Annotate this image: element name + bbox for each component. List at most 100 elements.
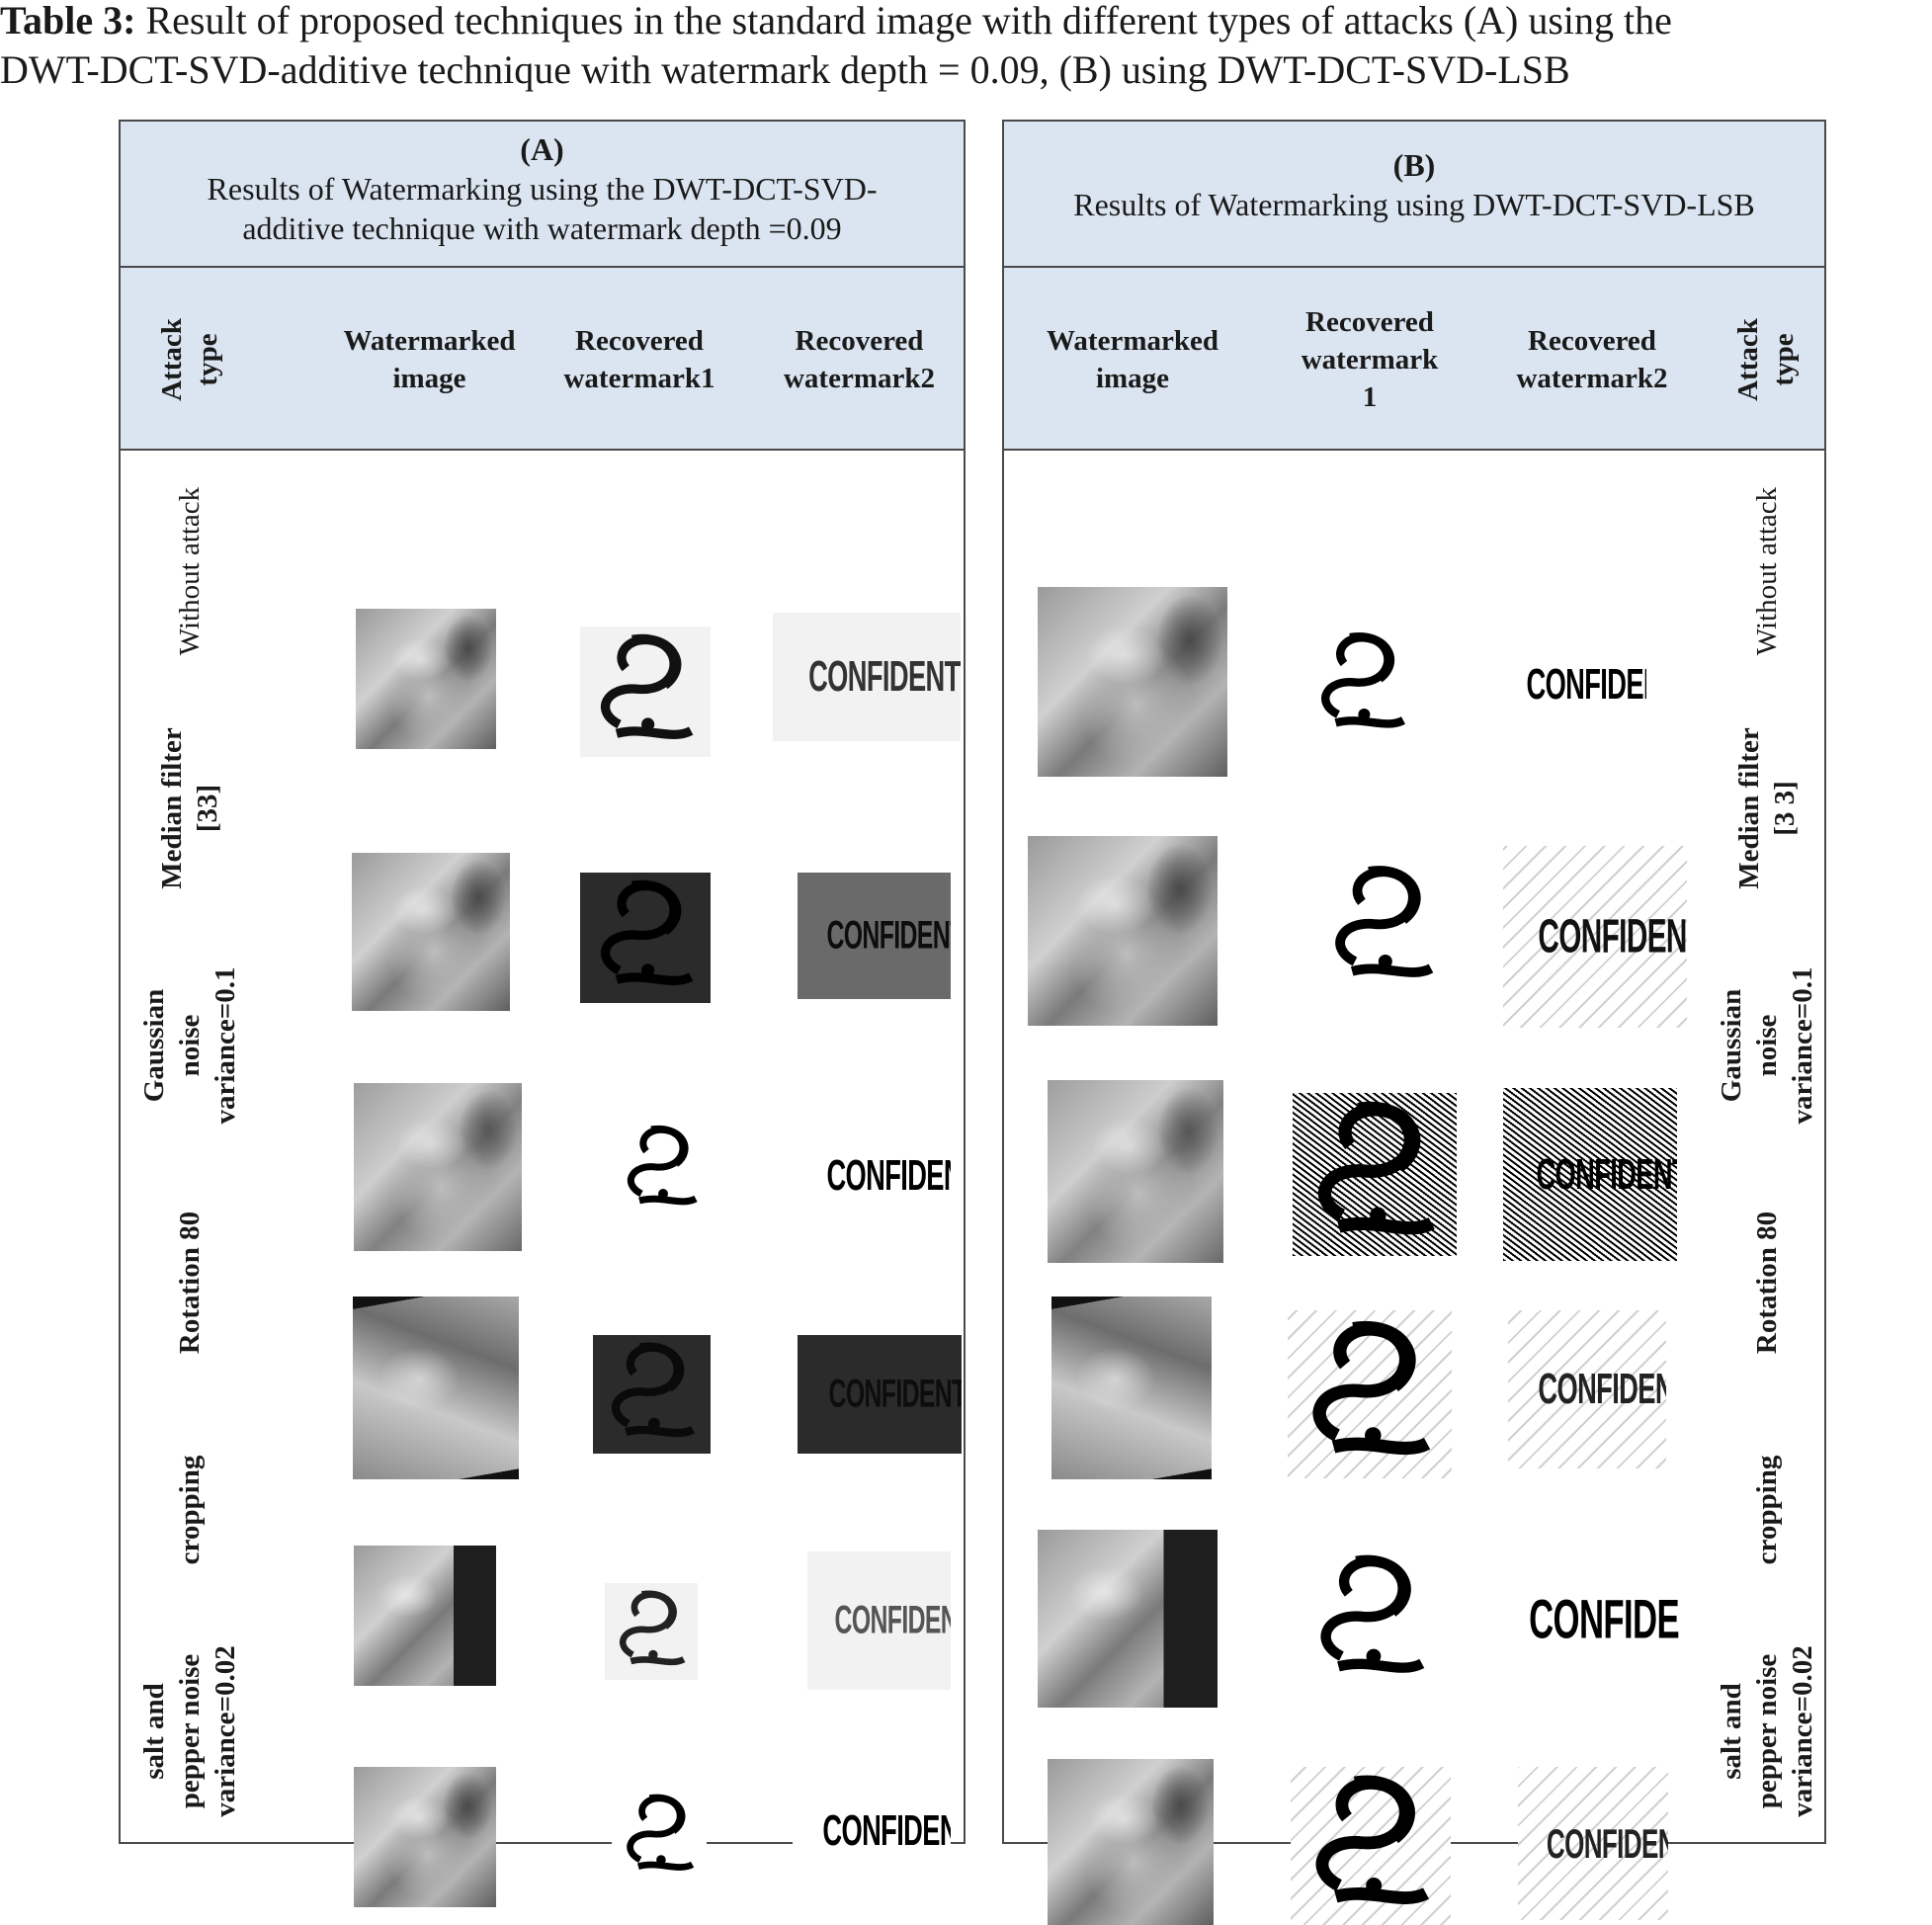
panel-a-row6-label-l2: pepper noise: [174, 1653, 206, 1809]
panel-a-row3-label-l3: variance=0.1: [210, 966, 241, 1125]
recovered-watermark1-image: [593, 1335, 711, 1454]
panel-a-row-cropping: cropping CONFIDENTIAL: [121, 1401, 964, 1690]
panel-a-header-attack-type: Attack type: [121, 268, 259, 451]
swan-logo-icon: [1321, 632, 1405, 728]
watermarked-image: [356, 609, 496, 749]
swan-logo-icon: [627, 1125, 698, 1206]
panel-b-header-attack-type: Attack type: [1706, 268, 1826, 451]
panel-a-title: (A) Results of Watermarking using the DW…: [121, 122, 964, 268]
panel-a: (A) Results of Watermarking using the DW…: [119, 120, 966, 1907]
panel-a-header-watermarked-l1: Watermarked: [343, 324, 516, 357]
panel-a-row-rotation: Rotation 80 CONFIDENTIAL: [121, 1164, 964, 1479]
panel-b: (B) Results of Watermarking using DWT-DC…: [1002, 120, 1826, 1925]
recovered-watermark2-image: CONFIDENTIAL: [798, 1110, 951, 1241]
panel-b-header-rw1-l1: Recovered: [1305, 305, 1434, 338]
panel-b-row4-label-l1: Rotation 80: [1751, 1211, 1783, 1355]
panel-b-row3-label-l2: noise: [1751, 1014, 1783, 1077]
panel-b-letter: (B): [1392, 147, 1436, 183]
panel-b-row-label-text: salt and pepper noise variance=0.02: [1714, 1645, 1820, 1817]
panel-a-row6-label-l3: variance=0.02: [210, 1645, 241, 1817]
panel-b-row-label-text: Without attack: [1749, 487, 1785, 655]
recovered-watermark2-image: CONFIDENTIAL: [1503, 1088, 1677, 1261]
panel-a-row3-label-l2: noise: [174, 1014, 206, 1077]
panel-a-row-label: Rotation 80: [121, 1164, 259, 1401]
panel-a-header-watermarked: Watermarked image: [313, 268, 546, 451]
panel-b-row-label: Gaussian noise variance=0.1: [1708, 927, 1826, 1164]
panel-a-row-label-text: cropping: [172, 1456, 208, 1565]
recovered-watermark1-image: [580, 873, 711, 1003]
panel-b-row-label: cropping: [1708, 1401, 1826, 1619]
swan-logo-icon: [1315, 1775, 1430, 1904]
panel-b-row-without-attack: CONFIDENTIAL Without attack: [1004, 453, 1826, 777]
watermarked-image: [352, 853, 510, 1011]
panel-b-row6-label-l3: variance=0.02: [1787, 1645, 1818, 1817]
swan-logo-icon: [1312, 1320, 1431, 1456]
panel-b-header-attack-type-text: Attack type: [1732, 317, 1800, 401]
panel-b-row3-label-l3: variance=0.1: [1787, 966, 1818, 1125]
panel-a-header-watermarked-l2: image: [392, 362, 466, 394]
confidential-text: CONFIDENTIAL: [822, 1806, 951, 1855]
swan-logo-icon: [611, 1342, 696, 1438]
recovered-watermark1-image: [1298, 1540, 1444, 1700]
panel-b-header-rw1: Recovered watermark 1: [1276, 268, 1464, 451]
table-caption: Table 3: Result of proposed techniques i…: [0, 0, 1932, 95]
recovered-watermark2-image: CONFIDENTIAL: [798, 873, 951, 999]
panel-a-row-label: cropping: [121, 1401, 259, 1619]
panel-b-row1-label-l1: Without attack: [1751, 486, 1783, 656]
recovered-watermark1-image: [605, 1583, 698, 1680]
panel-b-header-rw2-l2: watermark2: [1516, 362, 1668, 394]
recovered-watermark2-image: CONFIDENTIAL: [1493, 1574, 1681, 1663]
panel-b-row-label: salt and pepper noise variance=0.02: [1708, 1619, 1826, 1844]
panel-b-row6-label-l2: pepper noise: [1751, 1653, 1783, 1809]
caption-label: Table 3:: [0, 0, 136, 42]
panel-b-row6-label-l1: salt and: [1716, 1683, 1747, 1780]
panel-a-row-label: Gaussian noise variance=0.1: [121, 927, 259, 1164]
panel-a-row-label-text: Without attack: [172, 487, 208, 655]
panel-b-title: (B) Results of Watermarking using DWT-DC…: [1004, 122, 1824, 268]
panel-a-row1-label-l1: Without attack: [174, 486, 206, 656]
panel-a-row3-label-l1: Gaussian: [138, 988, 170, 1103]
panel-b-row-rotation: CONFIDENTIAL Rotation 80: [1004, 1164, 1826, 1479]
panel-b-row-label: Without attack: [1708, 453, 1826, 690]
panel-b-row5-label-l1: cropping: [1751, 1455, 1783, 1565]
panel-b-header-rw1-l2: watermark: [1301, 343, 1439, 376]
panel-b-row2-label-l2: [3 3]: [1769, 781, 1801, 836]
recovered-watermark1-image: [1288, 1310, 1452, 1478]
panel-b-header-rw2-l1: Recovered: [1528, 324, 1656, 357]
recovered-watermark2-image: CONFIDENTIAL: [1498, 645, 1646, 724]
recovered-watermark2-image: CONFIDENTIAL: [798, 1335, 962, 1454]
panel-b-header-watermarked-l1: Watermarked: [1047, 324, 1218, 357]
recovered-watermark1-image: [1291, 1767, 1451, 1925]
recovered-watermark2-image: CONFIDENTIAL: [1518, 1767, 1668, 1920]
recovered-watermark1-image: [612, 1787, 707, 1885]
panel-b-row-label-text: Rotation 80: [1749, 1212, 1785, 1354]
panel-b-title-text: Results of Watermarking using DWT-DCT-SV…: [1073, 187, 1755, 222]
swan-logo-icon: [1320, 1554, 1425, 1673]
swan-logo-icon: [627, 1794, 695, 1871]
watermarked-image: [1048, 1080, 1223, 1263]
panel-b-row3-label-l1: Gaussian: [1716, 988, 1747, 1103]
panel-b-row-label: Rotation 80: [1708, 1164, 1826, 1401]
watermarked-image: [353, 1297, 519, 1479]
recovered-watermark1-image: [612, 1117, 711, 1221]
panel-a-header-rw2-l1: Recovered: [795, 324, 924, 357]
recovered-watermark1-image: [580, 627, 711, 757]
recovered-watermark1-image: [1313, 856, 1452, 998]
recovered-watermark1-image: [1302, 621, 1421, 749]
panel-b-row-label-text: Gaussian noise variance=0.1: [1714, 966, 1820, 1124]
panel-a-row-label-text: Median filter [33]: [154, 727, 225, 888]
panel-b-header-rw1-l3: 1: [1362, 380, 1378, 413]
panel-a-row-salt-pepper: salt and pepper noise variance=0.02 CONF…: [121, 1619, 964, 1907]
panel-b-row-salt-pepper: CONFIDENTIAL salt and pepper noise varia…: [1004, 1619, 1826, 1925]
panel-b-row2-label-l1: Median filter: [1733, 727, 1765, 889]
swan-logo-icon: [601, 879, 694, 985]
panel-a-title-line1: Results of Watermarking using the DWT-DC…: [207, 171, 878, 207]
panel-a-header-attack-type-text: Attack type: [156, 317, 223, 401]
panel-b-row-label: Median filter [3 3]: [1708, 690, 1826, 927]
panel-a-row5-label-l1: cropping: [174, 1455, 206, 1565]
